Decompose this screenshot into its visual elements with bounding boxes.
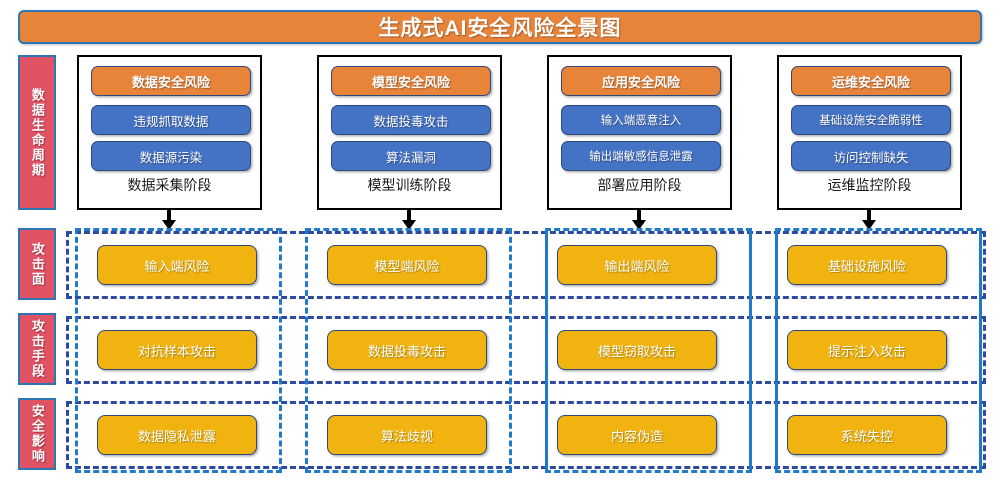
matrix-cell[interactable]: 数据投毒攻击 xyxy=(327,330,487,370)
stage-risk-item[interactable]: 数据源污染 xyxy=(91,141,251,171)
matrix-column-band-model xyxy=(305,228,512,473)
lifecycle-stage-model-training[interactable]: 模型安全风险 数据投毒攻击 算法漏洞 模型训练阶段 xyxy=(317,55,502,210)
rail-label-attack-method: 攻击手段 xyxy=(18,313,56,385)
matrix-cell[interactable]: 基础设施风险 xyxy=(787,245,947,285)
stage-caption: 数据采集阶段 xyxy=(127,177,212,193)
lifecycle-stage-deployment[interactable]: 应用安全风险 输入端恶意注入 输出端敏感信息泄露 部署应用阶段 xyxy=(547,55,732,210)
connector-stem-1 xyxy=(167,210,171,222)
down-arrow-icon xyxy=(402,220,416,230)
stage-risk-item[interactable]: 违规抓取数据 xyxy=(91,105,251,135)
matrix-cell[interactable]: 模型窃取攻击 xyxy=(557,330,717,370)
rail-label-attack-surface: 攻击面 xyxy=(18,228,56,300)
matrix-column-accent-output xyxy=(545,228,752,473)
down-arrow-icon xyxy=(632,220,646,230)
stage-caption: 部署应用阶段 xyxy=(597,177,682,193)
connector-stem-4 xyxy=(867,210,871,222)
matrix-cell[interactable]: 内容伪造 xyxy=(557,415,717,455)
stage-risk-item[interactable]: 基础设施安全脆弱性 xyxy=(791,105,951,135)
matrix-cell[interactable]: 算法歧视 xyxy=(327,415,487,455)
down-arrow-icon xyxy=(162,220,176,230)
diagram-title-bar: 生成式AI安全风险全景图 xyxy=(18,10,982,44)
rail-label-lifecycle: 数据生命周期 xyxy=(18,55,56,210)
stage-header-pill[interactable]: 数据安全风险 xyxy=(91,66,251,96)
stage-risk-item[interactable]: 算法漏洞 xyxy=(331,141,491,171)
matrix-cell[interactable]: 数据隐私泄露 xyxy=(97,415,257,455)
matrix-cell[interactable]: 系统失控 xyxy=(787,415,947,455)
stage-header-pill[interactable]: 应用安全风险 xyxy=(561,66,721,96)
matrix-row-band-attack-method xyxy=(66,316,986,384)
matrix-cell[interactable]: 提示注入攻击 xyxy=(787,330,947,370)
stage-header-pill[interactable]: 模型安全风险 xyxy=(331,66,491,96)
stage-caption: 运维监控阶段 xyxy=(827,177,912,193)
rail-label-security-impact: 安全影响 xyxy=(18,398,56,470)
page-title: 生成式AI安全风险全景图 xyxy=(378,17,622,40)
matrix-cell[interactable]: 输入端风险 xyxy=(97,245,257,285)
matrix-row-band-security-impact xyxy=(66,401,986,469)
stage-risk-item[interactable]: 访问控制缺失 xyxy=(791,141,951,171)
matrix-cell[interactable]: 输出端风险 xyxy=(557,245,717,285)
stage-risk-item[interactable]: 输入端恶意注入 xyxy=(561,105,721,135)
matrix-column-band-input xyxy=(75,228,282,473)
lifecycle-stage-data-collection[interactable]: 数据安全风险 违规抓取数据 数据源污染 数据采集阶段 xyxy=(77,55,262,210)
stage-risk-item[interactable]: 数据投毒攻击 xyxy=(331,105,491,135)
stage-header-pill[interactable]: 运维安全风险 xyxy=(791,66,951,96)
stage-risk-item[interactable]: 输出端敏感信息泄露 xyxy=(561,141,721,171)
matrix-column-accent-infrastructure xyxy=(775,228,982,473)
connector-stem-2 xyxy=(407,210,411,222)
connector-stem-3 xyxy=(637,210,641,222)
stage-caption: 模型训练阶段 xyxy=(367,177,452,193)
matrix-row-band-attack-surface xyxy=(66,231,986,299)
down-arrow-icon xyxy=(862,220,876,230)
lifecycle-stage-operations[interactable]: 运维安全风险 基础设施安全脆弱性 访问控制缺失 运维监控阶段 xyxy=(777,55,962,210)
matrix-cell[interactable]: 模型端风险 xyxy=(327,245,487,285)
matrix-cell[interactable]: 对抗样本攻击 xyxy=(97,330,257,370)
